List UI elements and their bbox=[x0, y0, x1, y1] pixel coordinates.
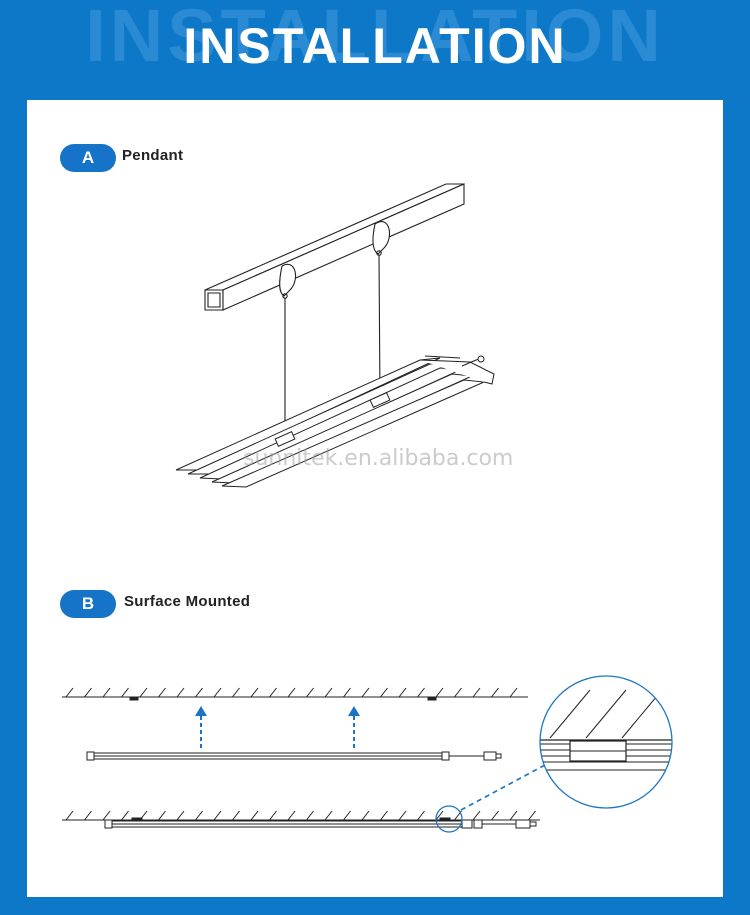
magnified-detail bbox=[540, 676, 672, 808]
hatch-mark bbox=[380, 810, 388, 821]
hatch-mark bbox=[213, 687, 222, 698]
hatch-mark bbox=[306, 687, 314, 698]
hatch-mark bbox=[158, 810, 166, 821]
hatch-mark bbox=[287, 687, 296, 698]
hatch-mark bbox=[361, 687, 370, 698]
section-a-label: Pendant bbox=[122, 147, 184, 164]
hatch-mark bbox=[269, 687, 277, 698]
header-banner: INSTALLATION INSTALLATION bbox=[0, 0, 750, 100]
page-title: INSTALLATION bbox=[183, 18, 567, 74]
hatch-mark bbox=[472, 687, 481, 698]
hatch-mark bbox=[343, 810, 351, 821]
header-ghost-title: INSTALLATION bbox=[85, 0, 665, 77]
section-b-label: Surface Mounted bbox=[124, 593, 251, 610]
hatch-mark bbox=[306, 810, 314, 821]
hatch-mark bbox=[324, 810, 333, 821]
mount-clip-right bbox=[427, 696, 437, 701]
detail-leader-line bbox=[460, 764, 546, 811]
hatch-mark bbox=[232, 687, 240, 698]
hatch-mark bbox=[491, 687, 499, 698]
hatch-mark bbox=[491, 810, 499, 821]
surface-fixture-top bbox=[86, 751, 502, 761]
hatch-mark bbox=[176, 687, 185, 698]
suspension-wire-right bbox=[378, 254, 381, 401]
hatch-mark bbox=[343, 687, 351, 698]
hatch-mark bbox=[250, 687, 259, 698]
hatch-mark bbox=[121, 810, 129, 821]
hatch-mark bbox=[435, 810, 444, 821]
hanger-clip-left bbox=[279, 263, 297, 299]
ceiling-hatching-top bbox=[65, 687, 518, 698]
hatch-mark bbox=[361, 810, 370, 821]
section-a-badge: A bbox=[60, 144, 116, 172]
hatch-mark bbox=[139, 687, 148, 698]
hatch-mark bbox=[84, 687, 92, 698]
hatch-mark bbox=[287, 810, 296, 821]
surface-fixture-bottom bbox=[104, 817, 537, 829]
hatch-mark bbox=[324, 687, 333, 698]
hatch-mark bbox=[65, 687, 74, 698]
hatch-mark bbox=[102, 810, 111, 821]
hatch-mark bbox=[417, 687, 425, 698]
hatch-mark bbox=[195, 810, 203, 821]
hatch-mark bbox=[528, 810, 536, 821]
hatch-mark bbox=[417, 810, 425, 821]
hatch-mark bbox=[509, 687, 518, 698]
hatch-mark bbox=[250, 810, 259, 821]
mounting-rail bbox=[204, 183, 465, 311]
mount-clip-left bbox=[129, 696, 139, 701]
upward-arrow-right bbox=[348, 706, 360, 748]
hatch-mark bbox=[435, 687, 444, 698]
surface-mount-illustration bbox=[62, 687, 546, 833]
ceiling-hatching-bottom bbox=[65, 810, 536, 821]
hatch-mark bbox=[158, 687, 166, 698]
watermark-text: sunnitek.en.alibaba.com bbox=[243, 446, 514, 471]
hatch-mark bbox=[232, 810, 240, 821]
hatch-mark bbox=[102, 687, 111, 698]
hatch-mark bbox=[509, 810, 518, 821]
hatch-mark bbox=[398, 687, 407, 698]
pendant-illustration bbox=[175, 183, 495, 488]
hatch-mark bbox=[84, 810, 92, 821]
hanger-clip-right bbox=[372, 221, 391, 256]
hatch-mark bbox=[176, 810, 185, 821]
hatch-mark bbox=[121, 687, 129, 698]
hatch-mark bbox=[195, 687, 203, 698]
hatch-mark bbox=[472, 810, 481, 821]
detail-marker-circle bbox=[435, 805, 463, 833]
hatch-mark bbox=[454, 687, 462, 698]
hatch-mark bbox=[65, 810, 74, 821]
hatch-mark bbox=[398, 810, 407, 821]
light-fixture bbox=[175, 355, 495, 488]
section-b-badge: B bbox=[60, 590, 116, 618]
hatch-mark bbox=[269, 810, 277, 821]
upward-arrow-left bbox=[195, 706, 207, 748]
magnified-detail-frame bbox=[539, 675, 673, 809]
hatch-mark bbox=[380, 687, 388, 698]
hatch-mark bbox=[213, 810, 222, 821]
